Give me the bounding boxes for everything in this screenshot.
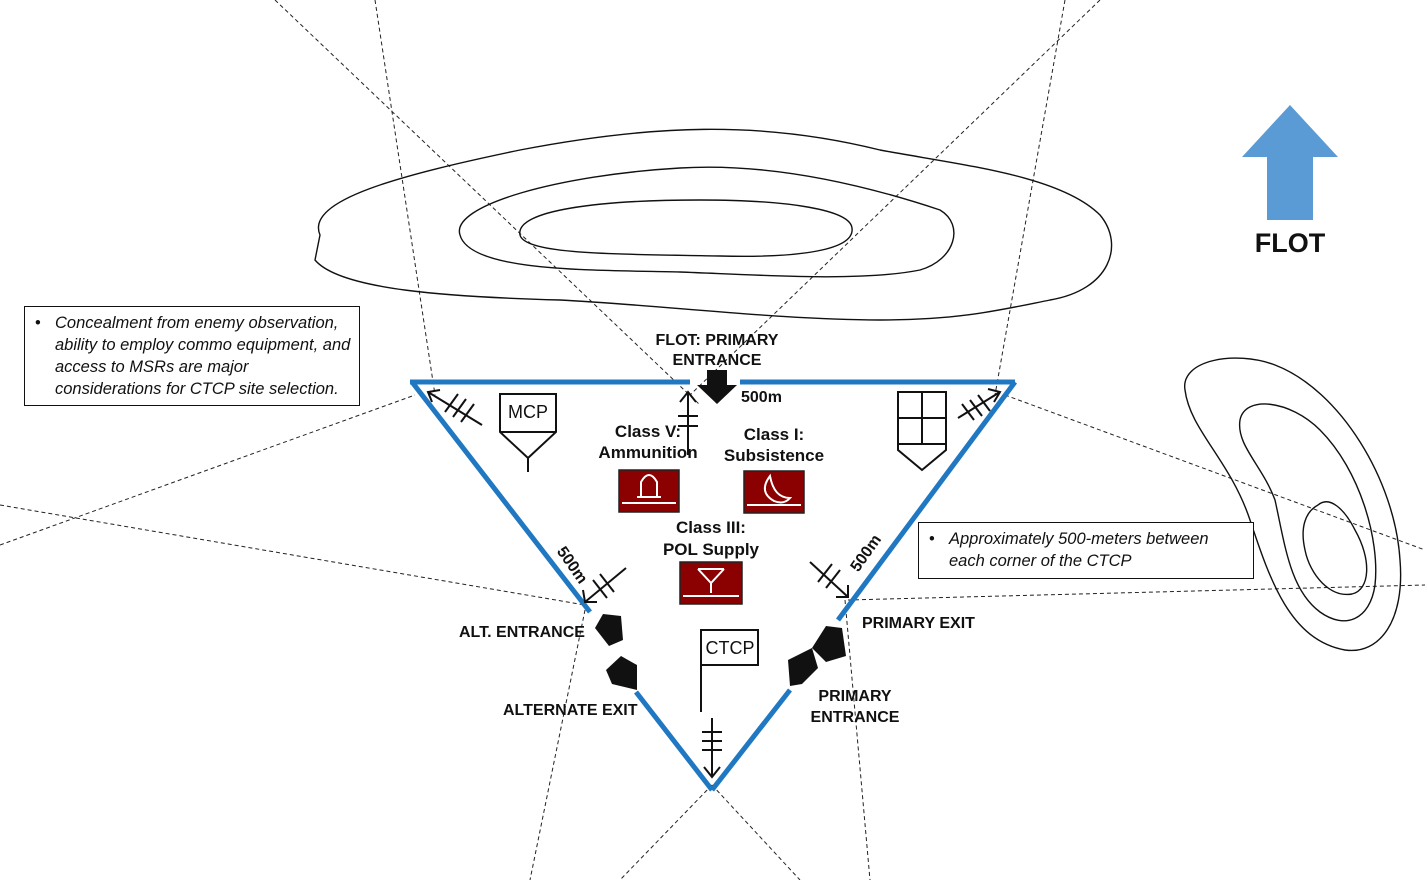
left-side-marker-icon (582, 567, 627, 603)
alt-entrance-arrow-icon (595, 614, 623, 646)
class-iii-label-line1: Class III: (676, 518, 746, 537)
flot-label: FLOT (1255, 228, 1326, 258)
shelter-symbol-icon (897, 391, 947, 472)
primary-exit-label: PRIMARY EXIT (862, 615, 975, 632)
top-measure-marker-icon (678, 390, 698, 455)
left-distance-label: 500m (553, 544, 590, 587)
distance-note-text: Approximately 500-meters between each co… (949, 530, 1209, 570)
ammunition-supply-icon (618, 469, 680, 513)
site-selection-note-text: Concealment from enemy observation, abil… (55, 314, 351, 398)
alternate-exit-arrow-icon (606, 656, 637, 690)
class-v-label-line2: Ammunition (598, 443, 697, 462)
flot-arrow-icon (1242, 105, 1338, 220)
right-corner-marker-icon (957, 388, 1002, 421)
ctcp-perimeter (410, 379, 1018, 792)
mcp-label: MCP (508, 402, 548, 422)
right-distance-label: 500m (848, 532, 885, 575)
primary-entrance-label-line1: PRIMARY (818, 688, 892, 705)
note-bullet: • (35, 314, 41, 332)
flot-primary-entrance-label-line1: FLOT: PRIMARY (656, 332, 779, 349)
left-corner-marker-icon (426, 389, 483, 426)
flot-primary-entrance-label-line2: ENTRANCE (673, 352, 762, 369)
class-iii-label-line2: POL Supply (663, 540, 760, 559)
bottom-corner-marker-icon (702, 718, 722, 779)
subsistence-supply-icon (743, 470, 805, 514)
class-i-label-line1: Class I: (744, 425, 804, 444)
top-distance-label: 500m (741, 389, 782, 406)
primary-exit-arrow-icon (812, 626, 846, 662)
alternate-exit-label: ALTERNATE EXIT (503, 702, 638, 719)
class-v-label-line1: Class V: (615, 422, 681, 441)
site-selection-note: • Concealment from enemy observation, ab… (24, 306, 360, 406)
note-bullet: • (929, 530, 935, 548)
ctcp-label: CTCP (706, 638, 755, 658)
ctcp-flag-icon (700, 629, 759, 712)
alt-entrance-label: ALT. ENTRANCE (459, 624, 585, 641)
terrain-contours-ridge (1184, 357, 1402, 652)
class-i-label-line2: Subsistence (724, 446, 824, 465)
mcp-symbol-icon (499, 393, 557, 472)
pol-supply-icon (679, 561, 743, 605)
flot-primary-entrance-arrow-icon (697, 370, 737, 404)
distance-note: • Approximately 500-meters between each … (918, 522, 1254, 579)
right-side-marker-icon (809, 561, 849, 598)
primary-entrance-arrow-icon (788, 648, 818, 686)
primary-entrance-label-line2: ENTRANCE (811, 709, 900, 726)
terrain-contours-hill (314, 128, 1113, 321)
